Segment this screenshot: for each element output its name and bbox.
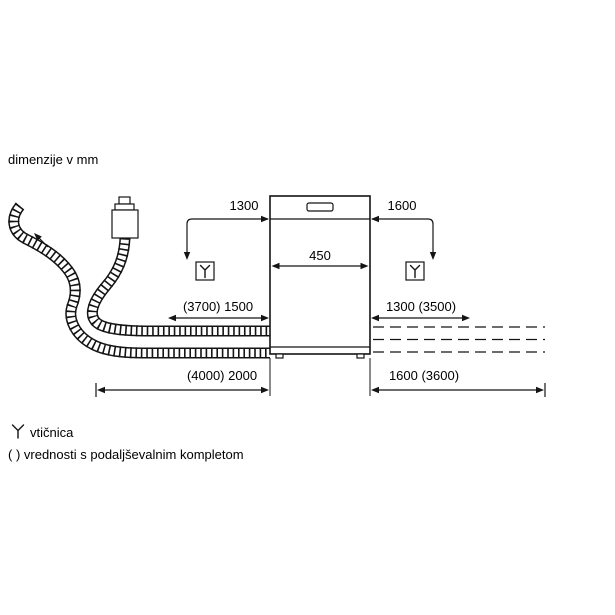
door-handle [306, 202, 334, 212]
dim-cord-right [371, 215, 437, 281]
foot-left [275, 353, 284, 359]
aquastop-box [111, 209, 139, 239]
tap-connector [111, 196, 139, 239]
dim-cord-left [183, 215, 269, 281]
label-inlet-bottom: (4000) 2000 [186, 368, 258, 383]
hose-end-arrow [34, 233, 49, 248]
plug-fork-icon [199, 264, 211, 279]
label-drain-bottom: 1600 (3600) [388, 368, 460, 383]
drain-hose [8, 202, 270, 359]
label-drain-side: 1300 (3500) [385, 299, 457, 314]
foot-right [356, 353, 365, 359]
dim-drain-side [371, 314, 470, 322]
dim-drain-bottom [369, 358, 546, 397]
page-title: dimenzije v mm [8, 152, 99, 167]
label-appliance-width: 450 [309, 248, 331, 263]
plug-fork-icon [409, 264, 421, 279]
dim-width-450 [271, 262, 369, 270]
inlet-hose [86, 237, 270, 337]
tap-fitting [118, 196, 131, 205]
dishwasher [269, 195, 371, 359]
socket-icon [11, 424, 25, 439]
label-inlet-side: (3700) 1500 [182, 299, 254, 314]
label-cord-left: 1300 [229, 198, 259, 213]
socket-symbol-left [195, 261, 215, 281]
extension-hose-dashed-lines [373, 326, 545, 353]
dishwasher-body [269, 195, 371, 355]
legend-socket-label: vtičnica [30, 425, 74, 440]
tap-nut [114, 203, 135, 211]
dim-inlet-side [168, 314, 269, 322]
dim-inlet-bottom [95, 358, 271, 397]
socket-symbol-right [405, 261, 425, 281]
label-cord-right: 1600 [387, 198, 417, 213]
legend-note: ( ) vrednosti s podaljševalnim kompletom [8, 447, 244, 462]
